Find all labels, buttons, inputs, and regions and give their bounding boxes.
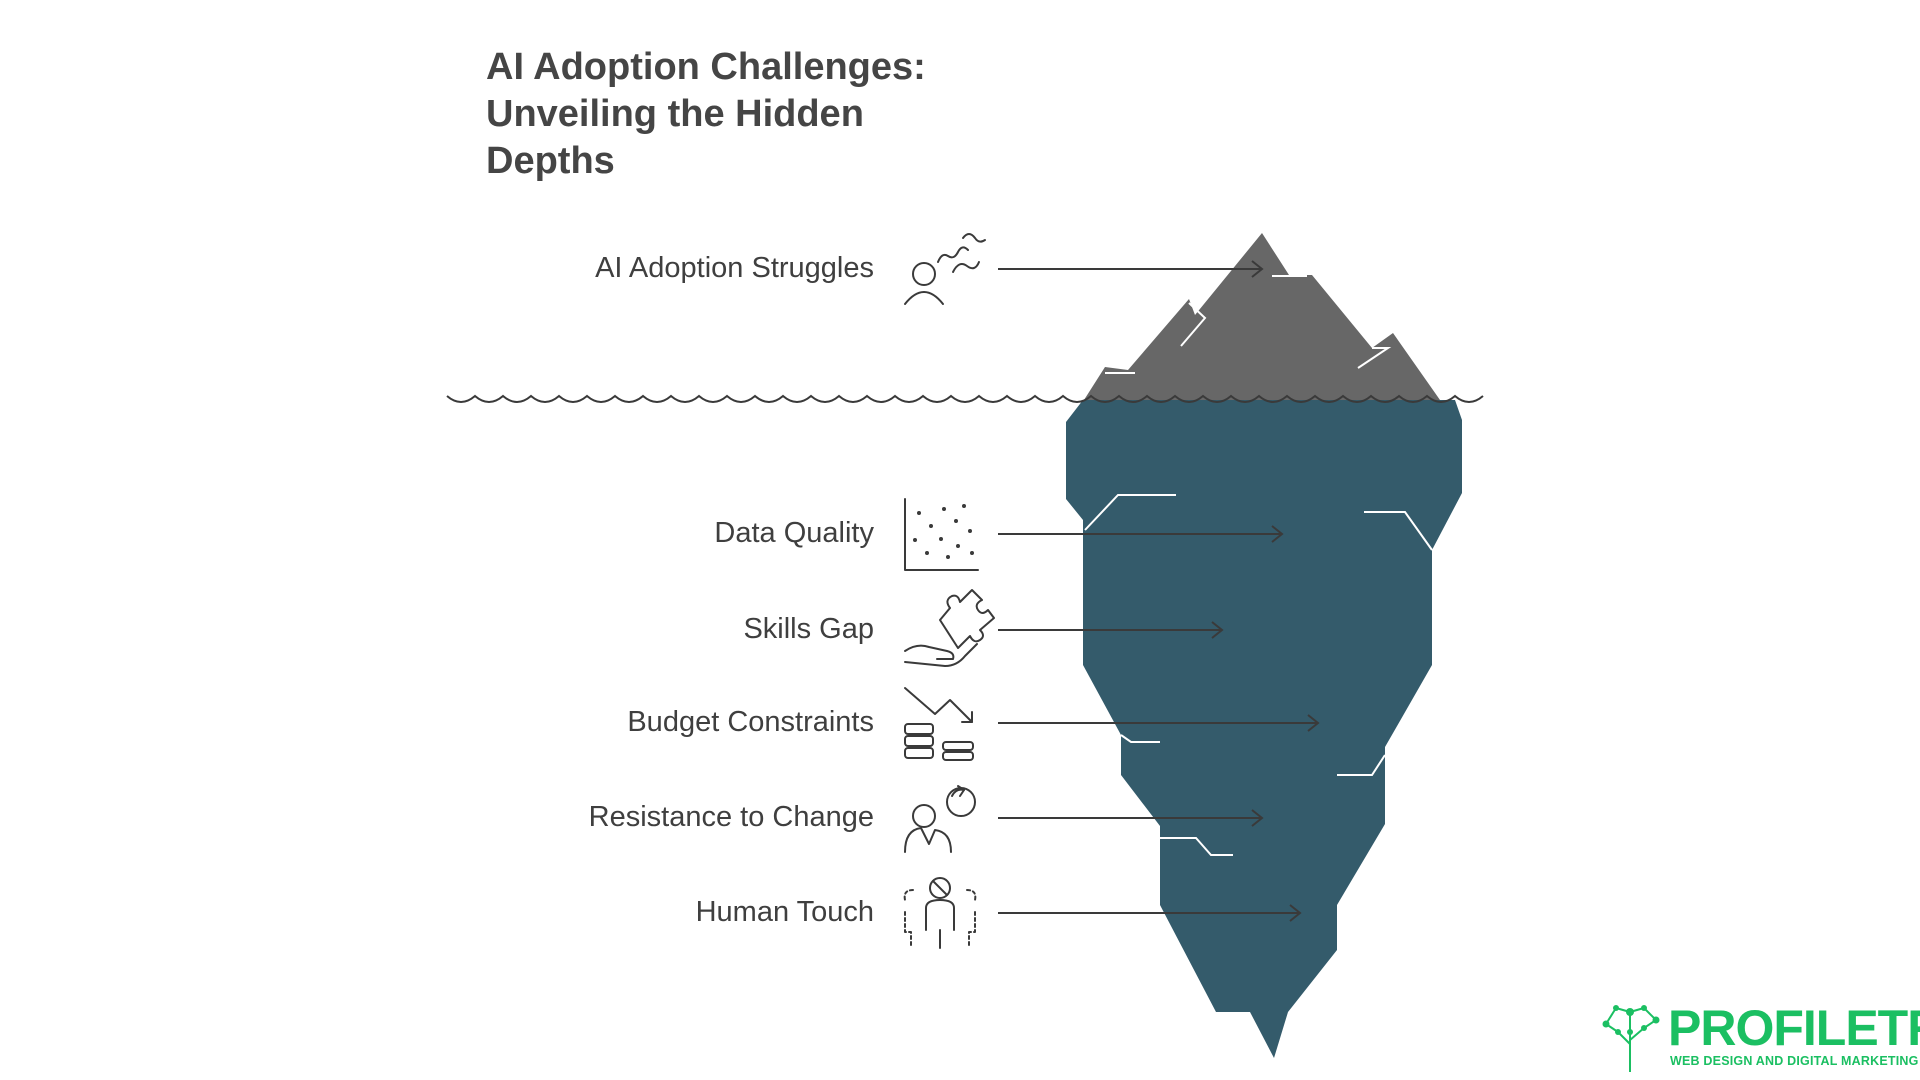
pointer-arrows bbox=[998, 260, 1320, 922]
label-human-touch: Human Touch bbox=[695, 896, 874, 928]
diagram-title: AI Adoption Challenges: Unveiling the Hi… bbox=[486, 44, 946, 185]
underwater-crack-lines bbox=[1084, 494, 1433, 856]
label-surface: AI Adoption Struggles bbox=[595, 252, 874, 284]
arrow-resistance bbox=[998, 809, 1264, 827]
water-line bbox=[446, 394, 1484, 403]
tip-crack-lines bbox=[1105, 275, 1392, 374]
label-budget: Budget Constraints bbox=[627, 706, 874, 738]
arrow-human-touch bbox=[998, 904, 1302, 922]
iceberg-tip bbox=[1084, 233, 1440, 400]
title-line-2: Unveiling the Hidden bbox=[486, 93, 864, 135]
hand-puzzle-icon bbox=[904, 589, 995, 667]
scatter-plot-icon bbox=[904, 498, 979, 571]
tree-icon bbox=[1602, 1005, 1660, 1072]
people-group-icon bbox=[903, 877, 977, 949]
arrow-skills-gap bbox=[998, 621, 1224, 639]
iceberg-underwater bbox=[1066, 400, 1462, 1058]
logo-wordmark: PROFILETREE bbox=[1668, 1000, 1920, 1056]
label-data-quality: Data Quality bbox=[714, 517, 874, 549]
profiletree-logo: PROFILETREE WEB DESIGN AND DIGITAL MARKE… bbox=[1598, 1002, 1920, 1072]
logo-tagline: WEB DESIGN AND DIGITAL MARKETING bbox=[1670, 1054, 1919, 1068]
arrow-data-quality bbox=[998, 525, 1284, 543]
arrow-budget bbox=[998, 714, 1320, 732]
label-skills-gap: Skills Gap bbox=[743, 613, 874, 645]
person-refresh-icon bbox=[904, 785, 976, 853]
person-struggle-icon bbox=[904, 233, 986, 305]
coins-decline-icon bbox=[904, 687, 974, 761]
label-resistance: Resistance to Change bbox=[588, 801, 874, 833]
title-line-3: Depths bbox=[486, 140, 615, 182]
arrow-surface bbox=[998, 260, 1264, 278]
title-line-1: AI Adoption Challenges: bbox=[486, 46, 926, 88]
